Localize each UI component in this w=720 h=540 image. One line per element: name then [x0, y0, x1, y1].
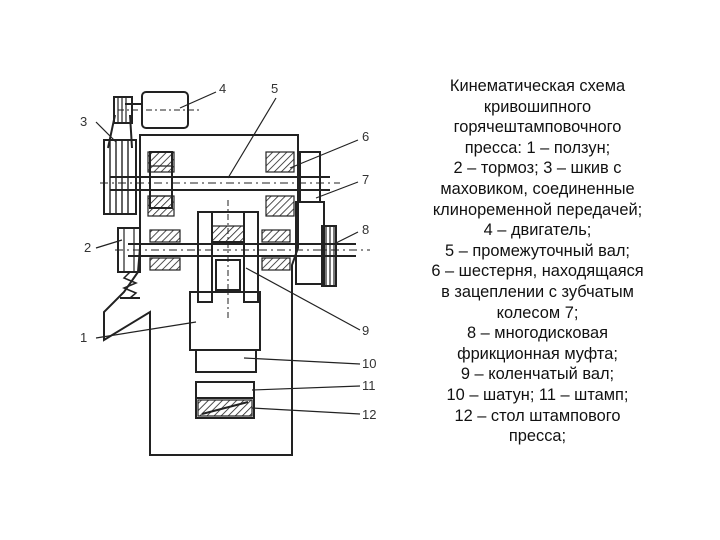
caption-line: 12 – стол штампового [454, 406, 621, 425]
belt-right [129, 114, 133, 149]
label-9: 9 [362, 323, 369, 338]
leader-2 [95, 239, 123, 249]
caption-line: Кинематическая схема [449, 77, 626, 95]
caption-line: 5 – промежуточный вал; [445, 241, 630, 260]
hatch-crank-left [149, 229, 181, 243]
gear-7-hub [295, 201, 325, 285]
leader-11 [251, 385, 361, 391]
caption-line: горячештамповочного [453, 118, 622, 137]
label-2: 2 [84, 240, 91, 255]
caption-line: 10 – шатун; 11 – штамп; [446, 385, 629, 404]
label-11: 11 [362, 378, 376, 393]
leader-4 [179, 91, 217, 109]
hatch-crank-left-low [149, 257, 181, 271]
caption-line: 9 – коленчатый вал; [460, 365, 615, 384]
leader-1 [95, 321, 197, 339]
friction-clutch [321, 225, 337, 287]
label-8: 8 [362, 222, 369, 237]
bearing-left [197, 211, 213, 303]
label-7: 7 [362, 172, 369, 187]
label-5: 5 [271, 81, 278, 96]
label-12: 12 [362, 407, 376, 422]
caption-line: кривошипного [483, 97, 592, 116]
caption-line: пресса; [508, 427, 567, 446]
hatch-crank-right [261, 229, 291, 243]
motor-pulley [113, 96, 133, 124]
hatch-crank-right-low [261, 257, 291, 271]
hatch-table [197, 399, 253, 417]
caption-line: 8 – многодисковая [466, 324, 609, 343]
brake-spring [122, 271, 138, 299]
caption-line: пресса: 1 – ползун; [464, 138, 611, 157]
label-1: 1 [80, 330, 87, 345]
label-10: 10 [362, 356, 376, 371]
hatch-crankpin [211, 225, 245, 243]
press-kinematic-diagram: 1 2 3 4 5 6 7 8 9 10 11 12 [80, 81, 376, 456]
caption-line: фрикционная муфта; [457, 344, 618, 363]
caption-line: маховиком, соединенные [440, 179, 635, 198]
leader-7 [315, 181, 359, 199]
leader-5 [227, 97, 277, 179]
belt-left [107, 114, 116, 149]
caption-line: 6 – шестерня, находящаяся [431, 262, 644, 281]
label-6: 6 [362, 129, 369, 144]
hatch-mid-left [147, 195, 175, 217]
hatch-top-left [147, 151, 175, 173]
die [195, 381, 255, 399]
caption-line: в зацеплении с зубчатым [441, 282, 634, 301]
leader-9 [245, 267, 361, 331]
leader-8 [333, 231, 359, 245]
diagram-caption: Кинематическая схема кривошипного горяче… [405, 76, 670, 447]
caption-line: клиноременной передачей; [432, 200, 643, 219]
leader-6 [289, 139, 359, 169]
bearing-right [243, 211, 259, 303]
leader-12 [251, 407, 361, 415]
caption-line: колесом 7; [496, 303, 579, 322]
leader-3 [95, 121, 117, 143]
flywheel-pulley [103, 139, 137, 215]
label-4: 4 [219, 81, 226, 96]
slide [189, 291, 261, 351]
hatch-top-right [265, 151, 295, 173]
leader-10 [243, 357, 361, 365]
hatch-mid-right [265, 195, 295, 217]
caption-line: 4 – двигатель; [483, 221, 592, 240]
label-3: 3 [80, 114, 87, 129]
caption-line: 2 – тормоз; 3 – шкив с [453, 159, 622, 178]
